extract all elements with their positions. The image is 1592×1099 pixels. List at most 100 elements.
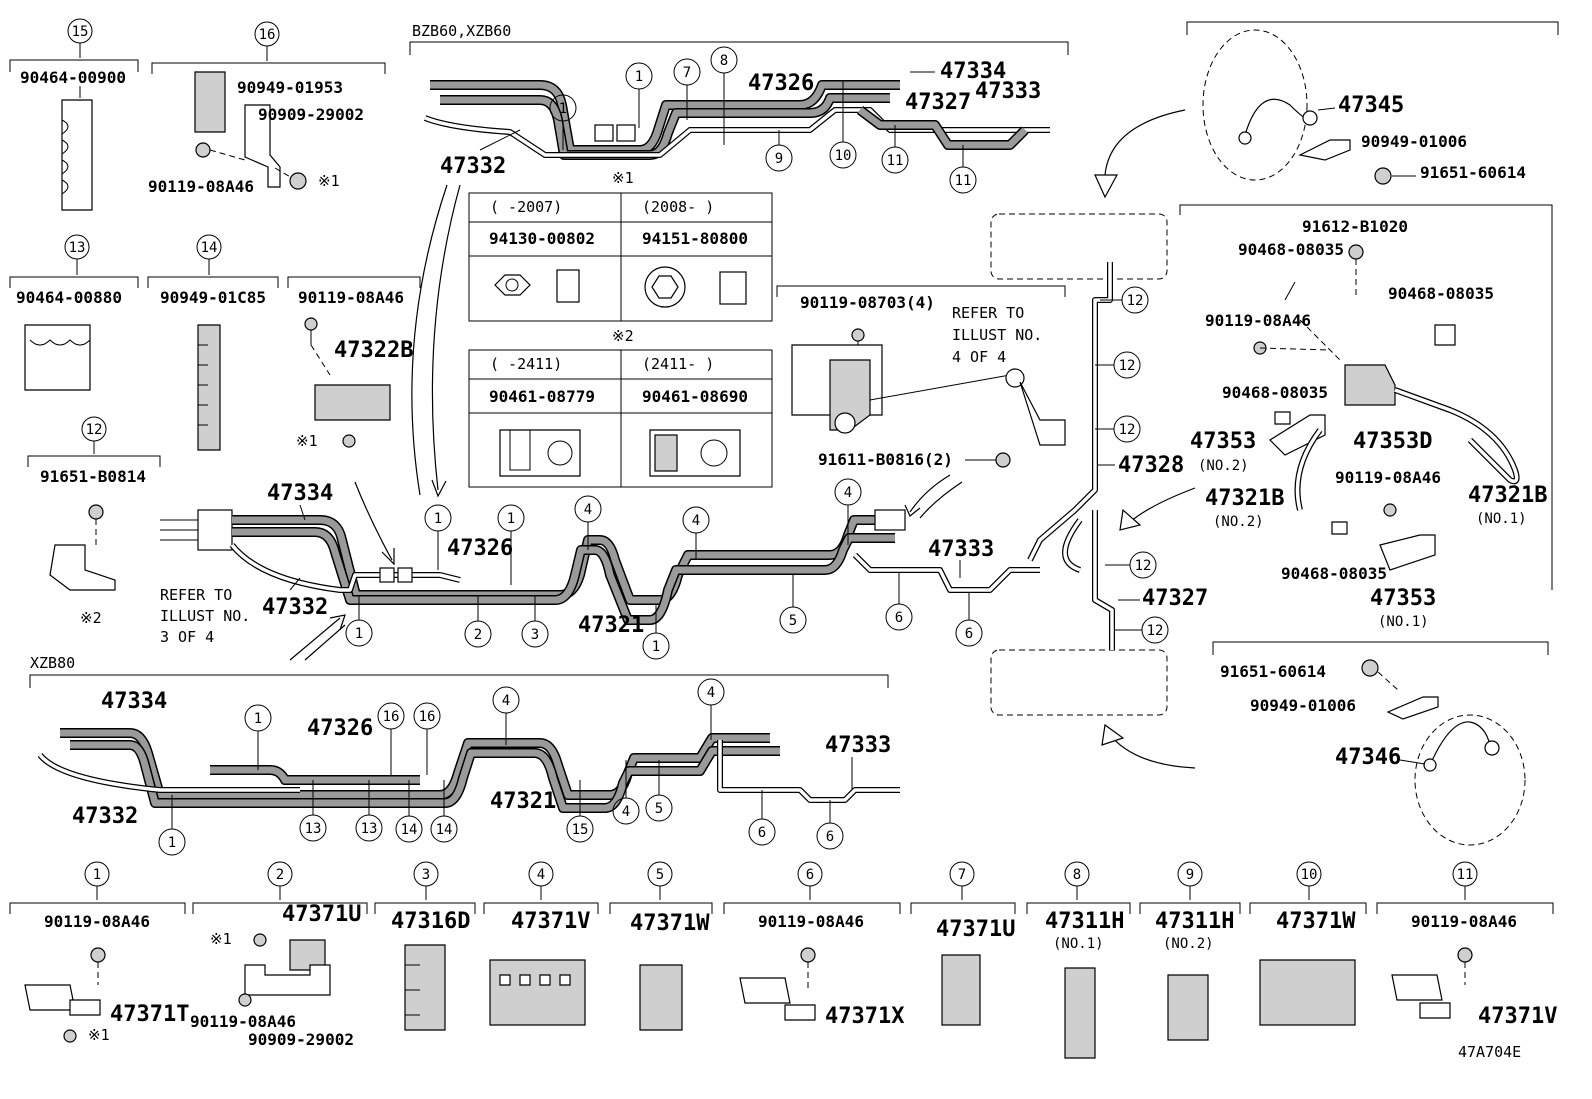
fastener-note-2: ※2 ( -2411) (2411- ) 90461-08779 90461-0… (468, 327, 773, 488)
bottom-group-4-number: 4 (537, 867, 545, 883)
callouts-bottom: 1 16 16 4 4 1 13 13 14 14 15 4 5 (158, 678, 844, 856)
callout-bot-4-b: 4 (707, 685, 715, 701)
bottom-group-11-part-1: 47371V (1478, 1004, 1557, 1029)
note-1-part-0: 94130-00802 (489, 229, 595, 248)
part-47353-no2-qualifier: (NO.2) (1198, 458, 1249, 474)
bottom-group-11: 11 90119-08A46 47371V (1376, 861, 1557, 1029)
fastener-note-1: ※1 ( -2007) (2008- ) 94130-00802 94151-8… (468, 169, 773, 322)
bottom-group-1-number: 1 (93, 867, 101, 883)
callouts-mid: 1 1 4 4 4 1 2 3 1 5 6 6 (345, 478, 983, 660)
tube-47321-bottom: 47321 (490, 789, 556, 814)
callout-mid-4-a: 4 (584, 502, 592, 518)
group-14-part: 90949-01C85 (160, 288, 266, 307)
bottom-group-2-part-0: 47371U (282, 902, 361, 927)
clip-47322B (314, 384, 391, 421)
bottom-group-8: 8 47311H (NO.1) (1026, 861, 1131, 1059)
rear-brake-lines: 47328 47327 12 12 12 12 12 (990, 109, 1208, 769)
part-90468-08035-a: 90468-08035 (1238, 240, 1344, 259)
bottom-group-2-number: 2 (276, 867, 284, 883)
callout-mid-3: 3 (531, 627, 539, 643)
group-12-part: 91651-B0814 (40, 467, 146, 486)
part-90949-01006-a: 90949-01006 (1361, 132, 1467, 151)
tube-47326-bottom: 47326 (307, 716, 373, 741)
group-47322B: 90119-08A46 47322B ※1 (287, 276, 421, 450)
part-90119-08A46-r2: 90119-08A46 (1335, 468, 1441, 487)
note-1-header-1: (2008- ) (642, 198, 714, 216)
bottom-group-3: 3 47316D (374, 861, 476, 1031)
part-47322B: 47322B (334, 338, 413, 363)
note-2-part-1: 90461-08690 (642, 387, 748, 406)
group-15-number: 15 (72, 24, 89, 40)
bottom-group-2-part-2: 90119-08A46 (190, 1012, 296, 1031)
note-marker-1-g16: ※1 (318, 172, 340, 190)
group-12: 12 91651-B0814 ※2 (27, 416, 161, 627)
diagram-code: 47A704E (1458, 1043, 1521, 1061)
sensor-part-90119-08703: 90119-08703(4) (800, 293, 935, 312)
callout-12-b: 12 (1119, 358, 1136, 374)
group-14-number: 14 (201, 240, 218, 256)
tube-47332-top: 47332 (440, 154, 506, 179)
part-91651-60614-a: 91651-60614 (1420, 163, 1526, 182)
callout-bot-6-b: 6 (826, 829, 834, 845)
note-2-header-0: ( -2411) (490, 355, 562, 373)
bottom-group-9-number: 9 (1186, 867, 1194, 883)
junction-block (197, 509, 233, 551)
group-14: 14 90949-01C85 (147, 234, 279, 451)
bottom-group-5-number: 5 (656, 867, 664, 883)
bottom-group-8-part-1: (NO.1) (1053, 936, 1104, 952)
bottom-group-2-part-3: 90909-29002 (248, 1030, 354, 1049)
variant-top-label: BZB60,XZB60 (412, 22, 511, 40)
clamp-47371W-10 (1259, 959, 1356, 1026)
part-47321B-no2: 47321B (1205, 486, 1284, 511)
clamp-47316D (404, 944, 446, 1031)
callout-bot-14-a: 14 (401, 822, 418, 838)
group-12-number: 12 (86, 422, 103, 438)
group-16-number: 16 (259, 27, 276, 43)
callout-12-d: 12 (1135, 558, 1152, 574)
group-15-part: 90464-00900 (20, 68, 126, 87)
callout-bot-6-a: 6 (758, 825, 766, 841)
bottom-group-11-number: 11 (1457, 867, 1474, 883)
part-90468-08035-c: 90468-08035 (1222, 383, 1328, 402)
bolt-90119-08A46 (195, 142, 211, 158)
tube-47334-mid: 47334 (267, 481, 333, 506)
group-13: 13 90464-00880 (9, 234, 139, 391)
part-47321B-no1-qualifier: (NO.1) (1476, 511, 1527, 527)
clamp-90949-01C85 (197, 324, 221, 451)
bottom-group-10-number: 10 (1301, 867, 1318, 883)
sensor-part-91611-B0816: 91611-B0816(2) (818, 450, 953, 469)
part-47353-no2: 47353 (1190, 429, 1256, 454)
callout-bot-1-a: 1 (254, 711, 262, 727)
callout-bot-16-b: 16 (419, 709, 436, 725)
bottom-group-3-number: 3 (422, 867, 430, 883)
clamp-47371V (489, 959, 586, 1026)
tube-47328: 47328 (1118, 453, 1184, 478)
clip-90461-08779-icon (499, 429, 581, 477)
note-1-part-1: 94151-80800 (642, 229, 748, 248)
callout-12-c: 12 (1119, 422, 1136, 438)
note-2-marker: ※2 (612, 327, 634, 345)
bottom-group-5-part-0: 47371W (630, 911, 710, 936)
part-90949-01953: 90949-01953 (237, 78, 343, 97)
bottom-group-6-part-1: 47371X (825, 1004, 904, 1029)
clamp-47371W (639, 964, 683, 1031)
part-90949-01006-b: 90949-01006 (1250, 696, 1356, 715)
note-marker-1-47322B: ※1 (296, 432, 318, 450)
callout-mid-6-b: 6 (965, 626, 973, 642)
callout-bot-1-b: 1 (168, 835, 176, 851)
bottom-group-9: 9 47311H (NO.2) (1139, 861, 1241, 1041)
part-90468-08035-d: 90468-08035 (1281, 564, 1387, 583)
part-47321B-no1: 47321B (1468, 483, 1547, 508)
callout-12-e: 12 (1147, 623, 1164, 639)
callout-mid-4-c: 4 (844, 485, 852, 501)
callout-12-a: 12 (1127, 293, 1144, 309)
bottom-group-2: 2 47371U ※1 90119-08A46 90909-29002 (190, 861, 368, 1049)
callout-bot-14-b: 14 (436, 822, 453, 838)
callout-bot-5: 5 (655, 801, 663, 817)
callout-1-a: 1 (635, 69, 643, 85)
bottom-group-7-part-0: 47371U (936, 917, 1015, 942)
clamp-90464-00900 (61, 99, 93, 211)
part-90119-08A46-g47322B: 90119-08A46 (298, 288, 404, 307)
callout-11-a: 11 (887, 153, 904, 169)
